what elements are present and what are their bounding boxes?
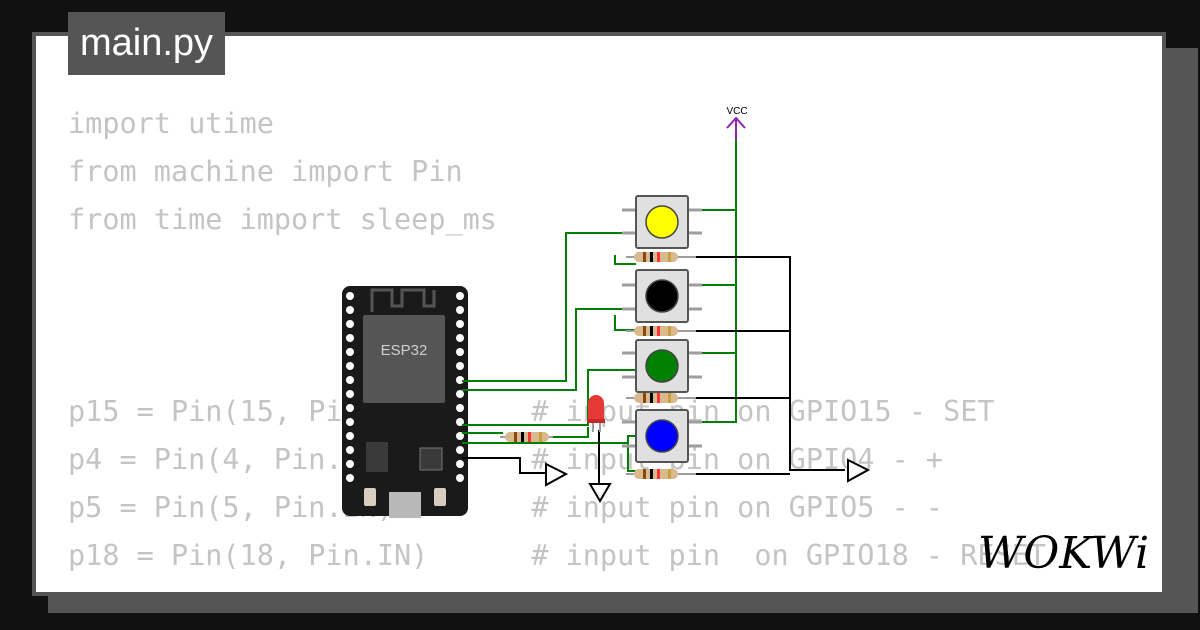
- resistor-led: [500, 432, 553, 442]
- code-line-2: from machine import Pin: [68, 155, 463, 188]
- resistors: [500, 252, 696, 479]
- code-line-10: p18 = Pin(18, Pin.IN) # input pin on GPI…: [68, 539, 1047, 572]
- red-led[interactable]: [587, 395, 605, 432]
- resistor-3: [626, 393, 696, 403]
- signal-wires: [462, 138, 737, 472]
- code-line-3: from time import sleep_ms: [68, 203, 497, 236]
- code-line-9: p5 = Pin(5, Pin.IN) # input pin on GPIO5…: [68, 491, 944, 524]
- resistor-1: [626, 252, 696, 262]
- pushbutton-blue[interactable]: [622, 409, 702, 463]
- vcc-label: VCC: [726, 106, 747, 117]
- ground-symbols: [545, 458, 871, 503]
- resistor-4: [626, 469, 696, 479]
- esp32-board[interactable]: ESP32: [342, 286, 468, 518]
- pushbutton-yellow[interactable]: [622, 195, 702, 249]
- ground-wires: [462, 256, 845, 484]
- vcc-supply: VCC: [726, 106, 748, 140]
- esp32-label: ESP32: [381, 342, 428, 359]
- project-preview-card: import utime from machine import Pin from …: [32, 32, 1166, 596]
- code-line-1: import utime: [68, 107, 274, 140]
- wokwi-logo-text: WOKWi: [978, 528, 1149, 579]
- code-listing: import utime from machine import Pin from …: [68, 100, 1046, 580]
- resistor-2: [626, 326, 696, 336]
- file-tab: main.py: [68, 12, 226, 75]
- wokwi-logo: WOKWi: [978, 528, 1149, 579]
- pushbutton-black[interactable]: [622, 269, 702, 323]
- pushbutton-green[interactable]: [622, 339, 702, 393]
